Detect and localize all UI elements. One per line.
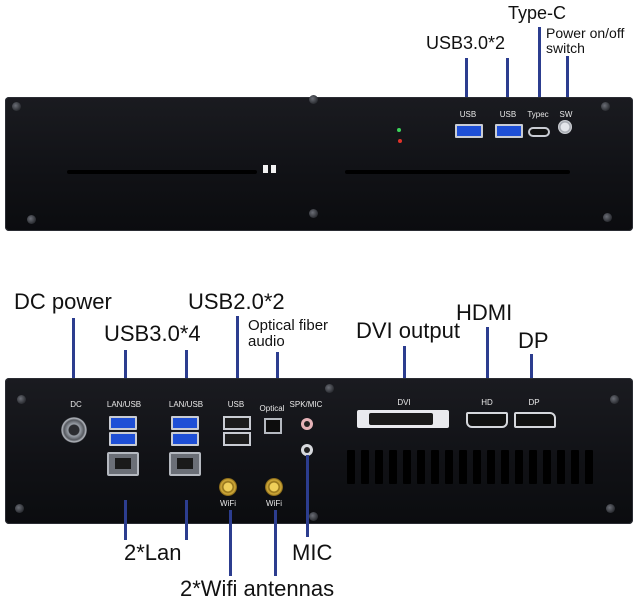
port-label-usb-2: USB: [499, 110, 517, 119]
callout-2-lan: 2*Lan: [124, 540, 182, 565]
port-label-usb-1: USB: [459, 110, 477, 119]
callout-2-wifi-antennas: 2*Wifi antennas: [180, 576, 335, 601]
line-usb-1: [465, 58, 468, 108]
port-label-optical: Optical: [259, 404, 285, 413]
screw-icon: [610, 395, 619, 404]
line-hdmi: [486, 327, 489, 384]
slot-indicator-icon: [263, 165, 268, 173]
callout-dc-power: DC power: [14, 289, 112, 314]
port-label-lan-usb-1: LAN/USB: [106, 400, 142, 409]
port-label-dvi: DVI: [397, 398, 411, 407]
line-sw: [566, 56, 569, 108]
port-label-wifi-1: WiFi: [220, 499, 236, 508]
callout-dp: DP: [518, 328, 549, 353]
usb3-port: [171, 432, 199, 446]
dc-power-jack-icon: [61, 417, 87, 443]
port-label-lan-usb-2: LAN/USB: [168, 400, 204, 409]
usb2-port: [223, 416, 251, 430]
port-label-usb2: USB: [227, 400, 245, 409]
callout-power-switch: Power on/off switch: [546, 25, 625, 56]
displayport-port: [514, 412, 556, 428]
led-red-icon: [398, 139, 402, 143]
callout-usb3-x4: USB3.0*4: [104, 321, 201, 346]
port-label-typec: Typec: [527, 110, 549, 119]
hdmi-port: [466, 412, 508, 428]
speaker-jack-icon: [301, 418, 313, 430]
screw-icon: [27, 215, 36, 224]
screw-icon: [606, 504, 615, 513]
usb3-port: [455, 124, 483, 138]
callout-dvi-output: DVI output: [356, 318, 460, 343]
screw-icon: [309, 95, 318, 104]
port-label-dc: DC: [70, 400, 82, 409]
line-optical: [276, 352, 279, 384]
usb3-port: [495, 124, 523, 138]
screw-icon: [309, 209, 318, 218]
line-usb2: [236, 316, 239, 384]
port-label-sw: SW: [559, 110, 573, 119]
callout-optical-audio: Optical fiber audio: [248, 317, 329, 350]
optical-audio-port: [264, 418, 282, 434]
typec-port: [528, 127, 550, 137]
usb2-port: [223, 432, 251, 446]
usb3-port: [171, 416, 199, 430]
line-typec: [538, 27, 541, 108]
port-label-dp: DP: [528, 398, 540, 407]
line-mic: [306, 455, 309, 537]
line-usb3-2: [185, 350, 188, 384]
wifi-antenna-connector-icon: [219, 478, 237, 496]
usb3-port: [109, 416, 137, 430]
card-slot-right: [345, 170, 570, 174]
card-slot-left: [67, 170, 257, 174]
line-lan-2: [185, 500, 188, 540]
port-label-spk-mic: SPK/MIC: [289, 400, 323, 409]
front-panel: USB USB Typec SW: [5, 95, 633, 231]
port-label-hd: HD: [481, 398, 493, 407]
slot-indicator-icon: [271, 165, 276, 173]
callout-usb3-x2: USB3.0*2: [426, 33, 506, 53]
power-button-icon: [558, 120, 572, 134]
line-dvi: [403, 346, 406, 384]
line-lan-1: [124, 500, 127, 540]
screw-icon: [325, 384, 334, 393]
screw-icon: [309, 512, 318, 521]
port-label-wifi-2: WiFi: [266, 499, 282, 508]
screw-icon: [603, 213, 612, 222]
callout-mic: MIC: [292, 540, 333, 565]
line-dp: [530, 354, 533, 384]
usb3-port: [109, 432, 137, 446]
callout-usb2-x2: USB2.0*2: [188, 289, 285, 314]
callout-hdmi: HDMI: [456, 300, 513, 325]
line-usb-2: [506, 58, 509, 108]
screw-icon: [12, 102, 21, 111]
mic-jack-icon: [301, 444, 313, 456]
screw-icon: [601, 102, 610, 111]
line-dc: [72, 318, 75, 384]
dvi-port: [357, 410, 449, 428]
rear-panel: DC LAN/USB LAN/USB USB Optical SPK/MIC D…: [5, 378, 633, 524]
wifi-antenna-connector-icon: [265, 478, 283, 496]
callout-type-c: Type-C: [508, 3, 567, 23]
screw-icon: [17, 395, 26, 404]
screw-icon: [15, 504, 24, 513]
line-usb3-1: [124, 350, 127, 384]
lan-port: [169, 452, 201, 476]
lan-port: [107, 452, 139, 476]
led-green-icon: [397, 128, 401, 132]
line-wifi-2: [274, 510, 277, 576]
line-wifi-1: [229, 510, 232, 576]
